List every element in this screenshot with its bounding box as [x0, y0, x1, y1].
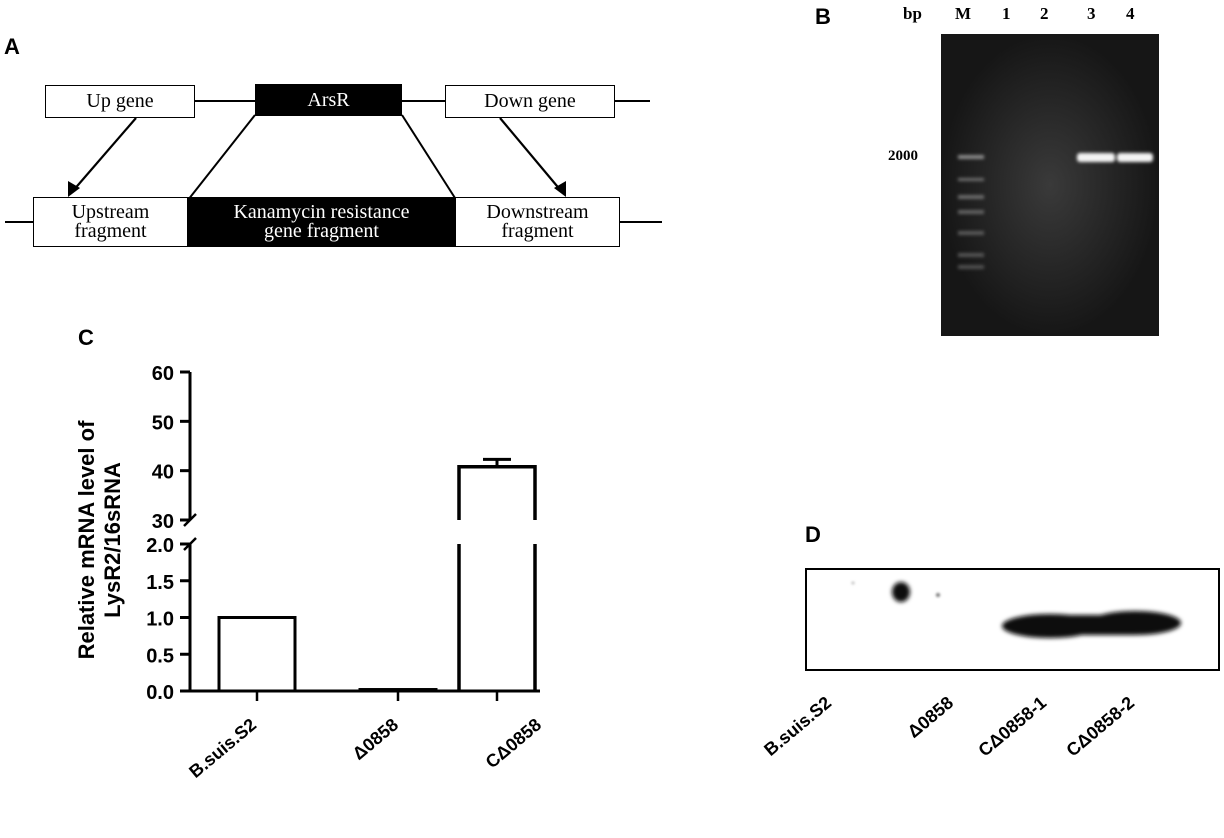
- marker-band: [958, 231, 984, 235]
- down-gene-label: Down gene: [484, 90, 576, 112]
- lane-label-m: M: [955, 4, 972, 23]
- kanamycin-label-line1: Kanamycin resistance: [233, 201, 410, 223]
- y-axis-title-line1: Relative mRNA level of: [74, 420, 99, 660]
- bp-label: bp: [903, 4, 922, 23]
- downstream-fragment-box: Downstream fragment: [455, 197, 620, 247]
- downgene-arrow-head: [554, 181, 566, 197]
- upstream-fragment-box: Upstream fragment: [33, 197, 188, 247]
- lane-label-1: 1: [1002, 4, 1011, 23]
- y-tick-label: 60: [152, 363, 174, 385]
- up-gene-label: Up gene: [86, 90, 154, 112]
- panel-c-letter: C: [78, 325, 94, 350]
- lane-label-4: 4: [1126, 4, 1135, 23]
- downgene-arrow-line: [499, 117, 563, 193]
- blot-label-bsuis: B.suis.S2: [760, 692, 836, 760]
- arsr-box: ArsR: [255, 84, 402, 116]
- down-gene-box: Down gene: [445, 85, 615, 118]
- marker-2000-label: 2000: [888, 148, 918, 164]
- y-tick-label: 2.0: [146, 535, 174, 557]
- blot-band-connector: [1055, 615, 1135, 635]
- y-tick-label: 1.5: [146, 572, 174, 594]
- y-axis-title-line2: LysR2/16sRNA: [100, 462, 125, 618]
- y-tick-label: 1.0: [146, 609, 174, 631]
- bar: [457, 464, 537, 520]
- kanamycin-label-line2: gene fragment: [264, 220, 379, 242]
- gel-image: [941, 34, 1159, 336]
- arsr-left-line: [187, 114, 256, 201]
- lane-label-3: 3: [1087, 4, 1096, 23]
- marker-band: [958, 178, 984, 181]
- y-tick-label: 0.0: [146, 682, 174, 704]
- y-tick-label: 50: [152, 412, 174, 434]
- upstream-label-line1: Upstream: [71, 201, 150, 223]
- upstream-label-line2: fragment: [74, 220, 147, 242]
- blot-spot: [892, 582, 910, 602]
- blot-label-d0858: Δ0858: [903, 692, 958, 742]
- lane-3-band: [1077, 153, 1115, 162]
- panel-d-letter: D: [805, 522, 821, 547]
- bar-lower-segment: [457, 544, 537, 691]
- panel-b-letter: B: [815, 4, 831, 29]
- downstream-label-line1: Downstream: [486, 201, 589, 223]
- bar: [217, 616, 297, 693]
- bar: [358, 688, 438, 693]
- blot-label-cd0858-2: CΔ0858-2: [1062, 692, 1139, 761]
- lane-label-2: 2: [1040, 4, 1049, 23]
- panel-a-letter: A: [4, 34, 20, 59]
- y-tick-label: 0.5: [146, 645, 174, 667]
- western-blot: [805, 568, 1220, 671]
- marker-band: [958, 195, 984, 199]
- kanamycin-box: Kanamycin resistance gene fragment: [188, 197, 455, 247]
- y-axis-title: Relative mRNA level of LysR2/16sRNA: [60, 375, 140, 705]
- marker-band: [958, 253, 984, 257]
- blot-label-cd0858-1: CΔ0858-1: [974, 692, 1051, 761]
- y-tick-label: 30: [152, 511, 174, 533]
- arsr-label: ArsR: [307, 88, 350, 111]
- downstream-label-line2: fragment: [501, 220, 574, 242]
- arsr-right-line: [401, 114, 456, 199]
- marker-band: [958, 265, 984, 269]
- bar-chart: 0.0 0.5 1.0 1.5 2.030 40 50 60: [146, 363, 540, 704]
- marker-band: [958, 210, 984, 214]
- y-tick-label: 40: [152, 462, 174, 484]
- upgene-arrow-line: [71, 117, 137, 193]
- lane-4-band: [1117, 153, 1153, 162]
- marker-band-2000: [958, 155, 984, 159]
- up-gene-box: Up gene: [45, 85, 195, 118]
- upgene-arrow-head: [68, 181, 80, 197]
